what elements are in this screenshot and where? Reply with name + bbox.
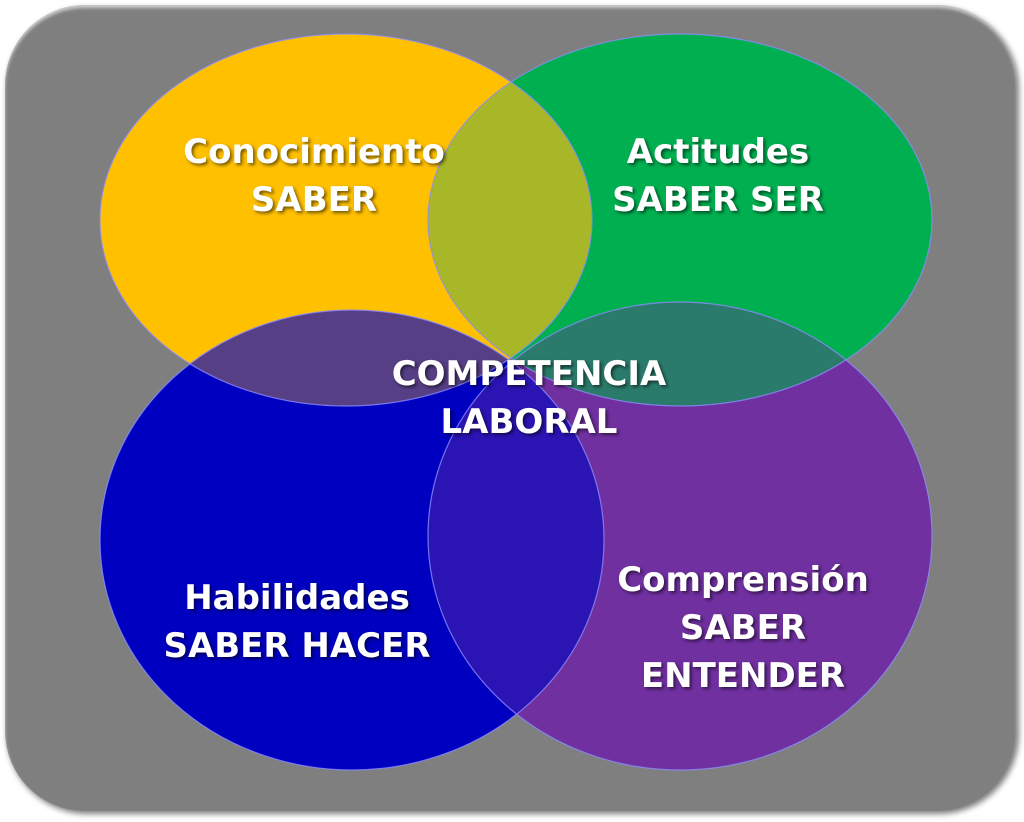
set-title: Actitudes [626,132,810,172]
center-title-line2: LABORAL [440,402,618,442]
center-title-line1: COMPETENCIA [391,354,667,394]
set-subtitle: SABER SER [612,180,824,220]
set-subtitle: SABER [250,180,378,220]
label-center: COMPETENCIA LABORAL [392,350,667,446]
label-conocimiento: Conocimiento SABER [183,128,445,224]
overlap-habilidades-comprension [428,310,604,770]
overlap-conocimiento-actitudes [428,34,592,406]
label-habilidades: Habilidades SABER HACER [163,574,430,670]
set-subtitle-2: ENTENDER [640,656,846,696]
label-comprension: Comprensión SABER ENTENDER [617,556,869,700]
set-title: Comprensión [617,560,869,600]
set-subtitle: SABER [679,608,807,648]
set-subtitle: SABER HACER [163,626,431,666]
set-title: Conocimiento [183,132,445,172]
label-actitudes: Actitudes SABER SER [612,128,824,224]
set-title: Habilidades [184,578,410,618]
